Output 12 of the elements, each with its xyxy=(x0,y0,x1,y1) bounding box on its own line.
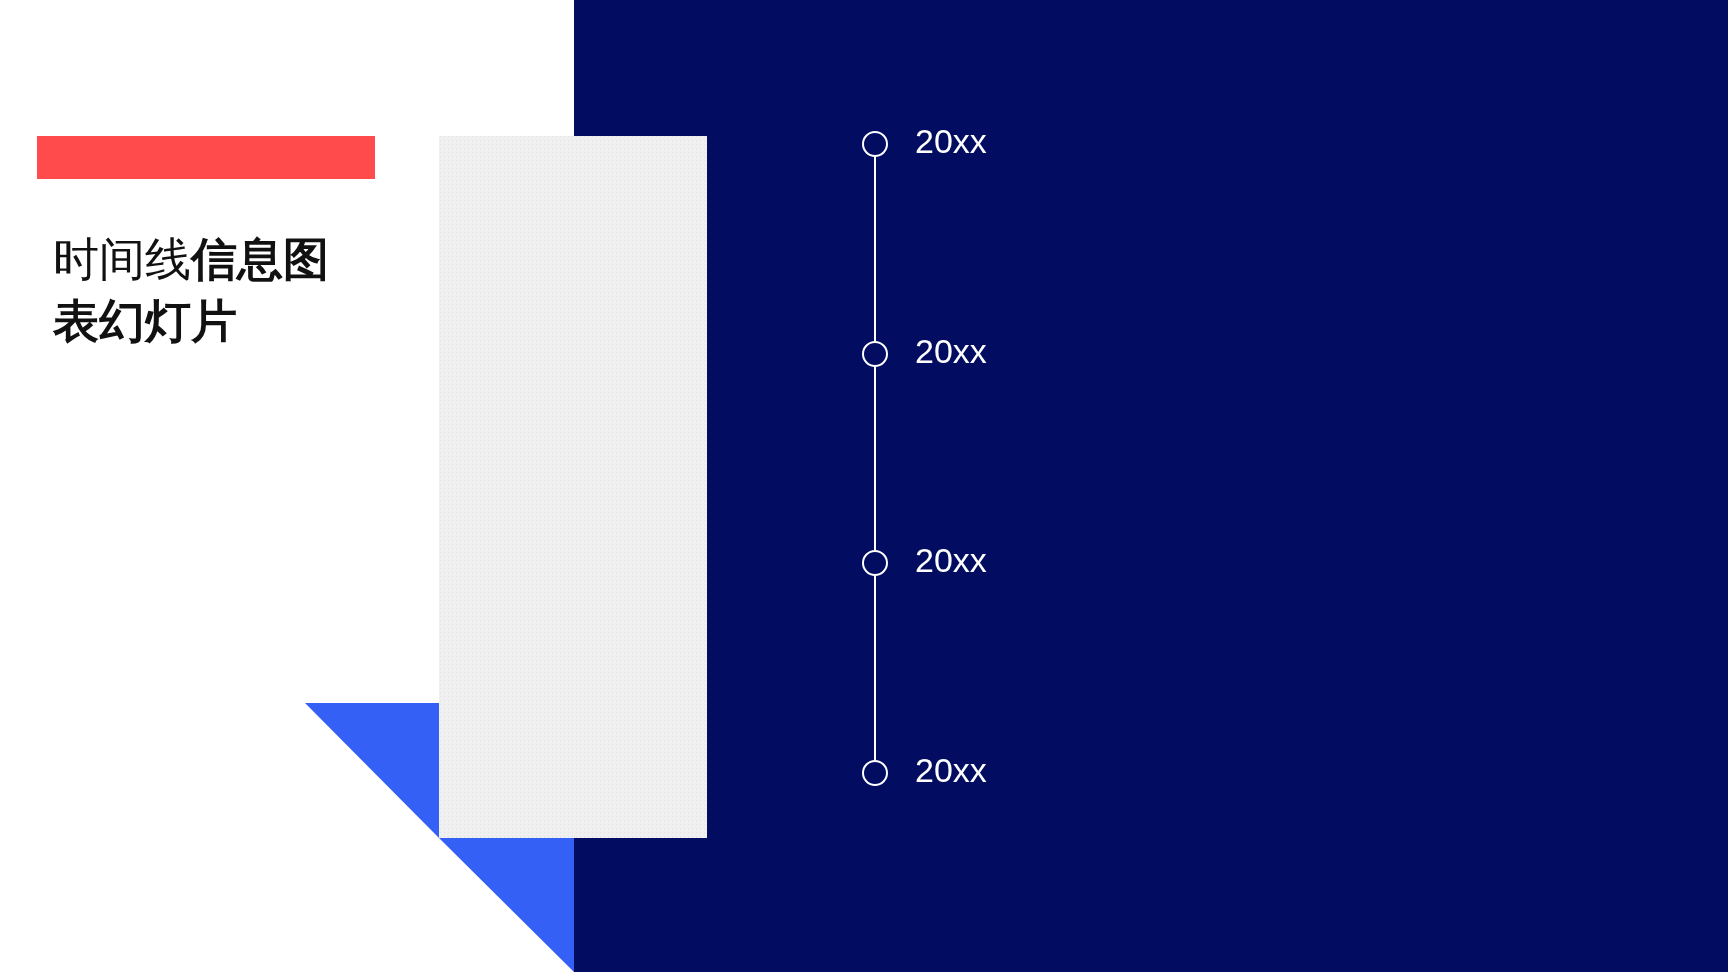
timeline-circle xyxy=(862,131,888,157)
year-label: 20xx xyxy=(915,541,987,580)
timeline-circle xyxy=(862,760,888,786)
year-label: 20xx xyxy=(915,122,987,161)
timeline-line xyxy=(874,366,876,551)
slide-title: 时间线信息图表幻灯片 xyxy=(53,231,330,350)
timeline-line xyxy=(874,575,876,761)
timeline-line xyxy=(874,156,876,342)
year-label: 20xx xyxy=(915,751,987,790)
year-label: 20xx xyxy=(915,332,987,371)
timeline-circle xyxy=(862,550,888,576)
timeline-circle xyxy=(862,341,888,367)
